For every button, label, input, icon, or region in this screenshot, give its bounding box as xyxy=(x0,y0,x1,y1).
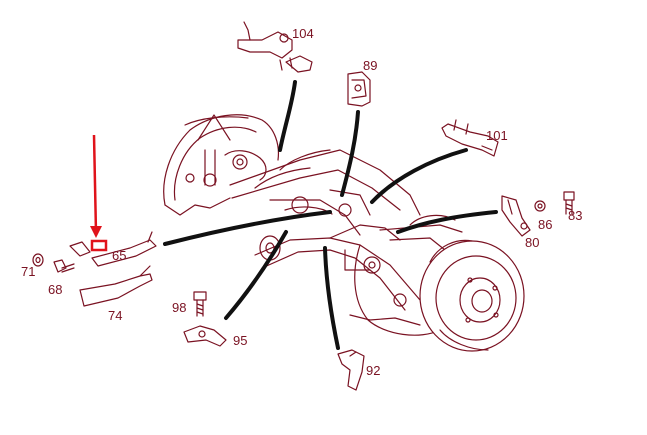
part-92-bracket[interactable] xyxy=(337,349,365,391)
part-74-strap[interactable] xyxy=(79,265,153,307)
label-95: 95 xyxy=(233,333,247,348)
label-101: 101 xyxy=(486,128,508,143)
part-80-bracket[interactable] xyxy=(501,195,531,237)
label-74: 74 xyxy=(108,308,122,323)
leader-104 xyxy=(278,80,297,152)
label-65: 65 xyxy=(112,248,126,263)
red-arrow-shaft xyxy=(92,134,98,234)
highlight-marker xyxy=(90,134,108,252)
label-104: 104 xyxy=(292,26,314,41)
rear-axle-assembly xyxy=(163,114,525,352)
leader-101 xyxy=(370,148,468,204)
part-68-bolt[interactable] xyxy=(53,259,75,273)
red-arrow-head xyxy=(90,226,102,238)
leader-89 xyxy=(340,110,360,197)
leader-92 xyxy=(323,246,340,350)
part-86-nut[interactable] xyxy=(534,200,546,212)
label-71: 71 xyxy=(21,264,35,279)
leader-lines xyxy=(163,80,498,350)
label-92: 92 xyxy=(366,363,380,378)
leader-65 xyxy=(163,210,332,246)
label-83: 83 xyxy=(568,208,582,223)
label-89: 89 xyxy=(363,58,377,73)
part-83-bolt[interactable] xyxy=(563,191,575,215)
label-80: 80 xyxy=(525,235,539,250)
part-101-sensor-rail[interactable] xyxy=(441,119,499,157)
label-68: 68 xyxy=(48,282,62,297)
leader-95 xyxy=(224,230,288,320)
red-highlight-box xyxy=(90,239,108,252)
label-98: 98 xyxy=(172,300,186,315)
leader-80 xyxy=(396,210,498,234)
part-98-screw[interactable] xyxy=(193,291,207,317)
part-71-washer[interactable] xyxy=(32,253,44,267)
part-104-bracket[interactable] xyxy=(237,21,313,73)
part-65-holder[interactable] xyxy=(69,231,157,267)
label-86: 86 xyxy=(538,217,552,232)
part-95-clamp[interactable] xyxy=(183,325,227,347)
part-89-mount[interactable] xyxy=(347,71,371,107)
